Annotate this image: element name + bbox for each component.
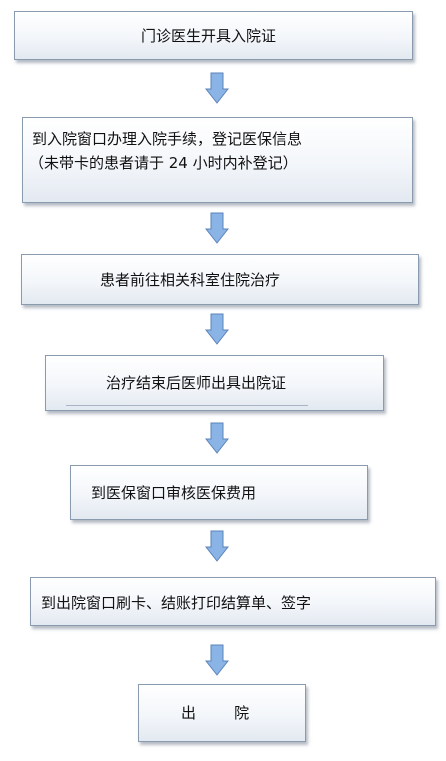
flow-step-4-underline bbox=[66, 405, 308, 406]
flow-step-3-text: 患者前往相关科室住院治疗 bbox=[100, 271, 281, 289]
flow-step-2: 到入院窗口办理入院手续，登记医保信息 （未带卡的患者请于 24 小时内补登记） bbox=[22, 117, 413, 203]
down-arrow-icon bbox=[205, 422, 229, 454]
flow-step-6: 到出院窗口刷卡、结账打印结算单、签字 bbox=[30, 577, 436, 626]
flow-step-1: 门诊医生开具入院证 bbox=[14, 11, 413, 60]
down-arrow-icon bbox=[205, 72, 229, 104]
flow-step-3: 患者前往相关科室住院治疗 bbox=[21, 254, 419, 305]
down-arrow-icon bbox=[205, 212, 229, 244]
flow-step-2-text-line2: （未带卡的患者请于 24 小时内补登记） bbox=[29, 154, 298, 172]
flow-step-1-text: 门诊医生开具入院证 bbox=[141, 27, 277, 45]
flow-step-7-text: 出 院 bbox=[181, 704, 250, 722]
flow-step-7: 出 院 bbox=[138, 684, 306, 742]
flow-step-4-text: 治疗结束后医师出具出院证 bbox=[106, 374, 287, 392]
flow-step-2-text-line1: 到入院窗口办理入院手续，登记医保信息 bbox=[32, 130, 303, 148]
flow-step-5-text: 到医保窗口审核医保费用 bbox=[91, 484, 257, 502]
down-arrow-icon bbox=[205, 313, 229, 345]
flow-step-5: 到医保窗口审核医保费用 bbox=[70, 465, 368, 520]
down-arrow-icon bbox=[205, 530, 229, 562]
flow-step-6-text: 到出院窗口刷卡、结账打印结算单、签字 bbox=[41, 594, 312, 612]
down-arrow-icon bbox=[205, 644, 229, 676]
flow-step-4: 治疗结束后医师出具出院证 bbox=[45, 355, 384, 411]
